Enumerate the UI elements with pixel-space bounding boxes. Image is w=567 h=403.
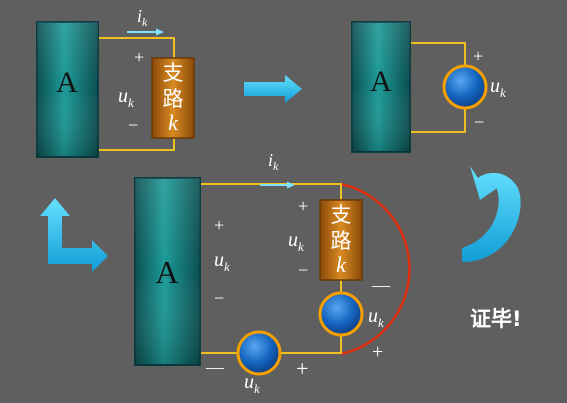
top-right-wire (410, 42, 466, 66)
current-label: i (137, 6, 142, 26)
curved-arrow-icon (462, 166, 521, 262)
block-a-label: A (56, 66, 78, 99)
current-subscript: k (273, 159, 279, 173)
plus-sign: + (134, 47, 144, 67)
minus-sign: − (298, 260, 308, 280)
branch-char-1: 支 (163, 61, 184, 85)
top-left-wire (98, 37, 175, 63)
minus-sign: − (474, 112, 484, 132)
network-block-a (134, 177, 201, 366)
branch-char-3: k (336, 252, 347, 277)
bottom-circuit: A ik + uk − + uk − 支 路 k — uk + (134, 150, 411, 396)
voltage-subscript: k (378, 315, 384, 330)
minus-sign: — (371, 275, 391, 295)
top-left-wire-bottom (98, 134, 175, 151)
block-a-label: A (155, 254, 178, 290)
branch-char-2: 路 (331, 229, 352, 253)
voltage-subscript: k (128, 95, 134, 110)
voltage-label: u (244, 371, 254, 393)
voltage-label-group: uk (490, 75, 506, 100)
voltage-label: u (214, 249, 224, 271)
branch-char-1: 支 (331, 203, 352, 227)
bottom-top-wire (200, 183, 342, 204)
current-label: i (268, 150, 273, 170)
plus-sign: + (296, 356, 308, 381)
voltage-source-icon (236, 330, 282, 376)
minus-sign: − (214, 288, 224, 308)
network-block-a (36, 21, 99, 158)
minus-sign: — (205, 357, 225, 377)
branch-k-block (151, 57, 195, 139)
corner-arrow-icon (40, 198, 108, 272)
block-a-label: A (370, 65, 392, 98)
voltage-subscript: k (500, 85, 506, 100)
right-arrow-icon (244, 75, 302, 103)
top-left-circuit: A ik + uk − 支 路 k (36, 6, 195, 158)
plus-sign: + (214, 215, 224, 235)
current-label-group: ik (137, 6, 148, 29)
voltage-label-group: uk (118, 85, 134, 110)
voltage-label-group: uk (368, 305, 384, 330)
branch-char-3: k (168, 110, 179, 135)
plus-sign: + (298, 196, 308, 216)
current-arrow-head (287, 181, 295, 189)
voltage-source-icon (318, 291, 364, 337)
voltage-source-icon (442, 64, 488, 110)
voltage-label: u (118, 85, 128, 107)
voltage-label-group: uk (244, 371, 260, 396)
voltage-label: u (288, 229, 298, 251)
minus-sign: − (128, 115, 138, 135)
voltage-subscript: k (254, 381, 260, 396)
top-right-wire-bottom (410, 108, 466, 133)
top-right-circuit: A + uk − (351, 21, 506, 153)
current-subscript: k (142, 15, 148, 29)
conclusion-text: 证毕! (470, 307, 522, 331)
voltage-subscript: k (224, 259, 230, 274)
current-arrow-head (156, 28, 164, 36)
voltage-label: u (490, 75, 500, 97)
red-wire (340, 182, 411, 356)
voltage-label: u (368, 305, 378, 327)
branch-k-block (319, 199, 363, 281)
voltage-label-group: uk (288, 229, 304, 254)
plus-sign: + (372, 341, 383, 363)
voltage-subscript: k (298, 239, 304, 254)
branch-char-2: 路 (163, 87, 184, 111)
plus-sign: + (473, 46, 483, 66)
network-block-a (351, 21, 411, 153)
voltage-label-group: uk (214, 249, 230, 274)
current-label-group: ik (268, 150, 279, 173)
